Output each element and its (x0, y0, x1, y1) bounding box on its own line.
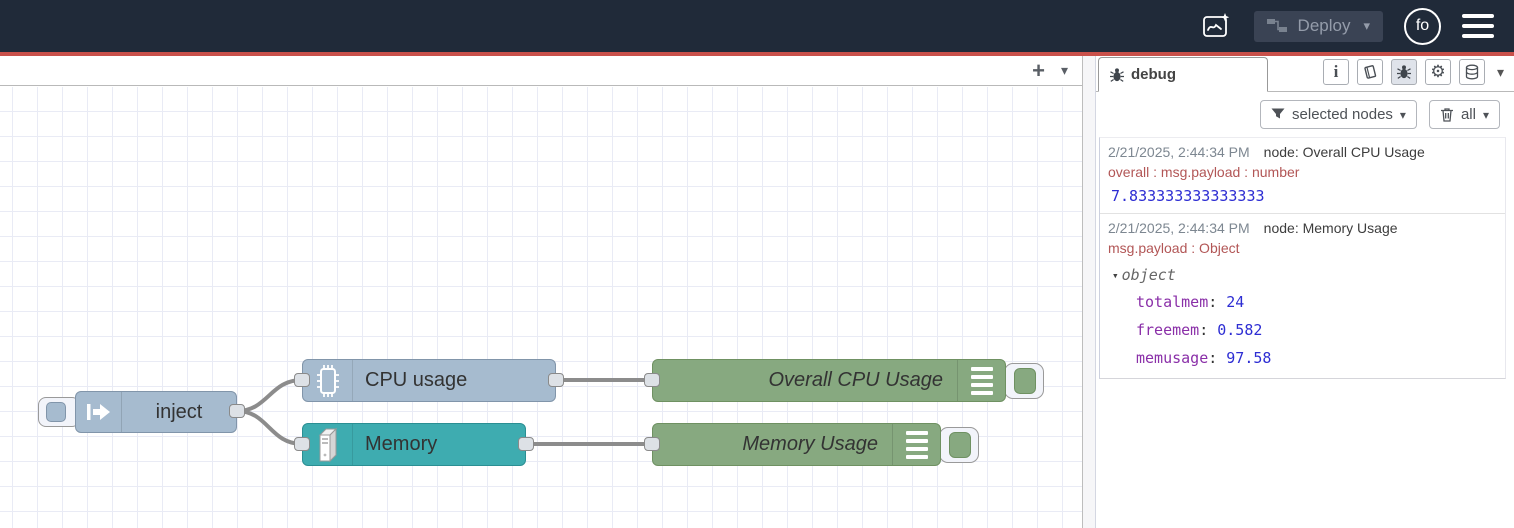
inject-arrow-icon (76, 392, 122, 432)
debug-toggle-overall-inner[interactable] (1014, 368, 1036, 394)
node-label: Overall CPU Usage (768, 369, 943, 391)
sidebar-menu-caret-icon[interactable]: ▾ (1496, 63, 1504, 80)
tab-debug-button[interactable] (1390, 59, 1417, 85)
debug-overall-input-port[interactable] (644, 373, 660, 387)
sidebar: debug i (1096, 56, 1514, 528)
message-node-name[interactable]: node: Overall CPU Usage (1263, 144, 1425, 160)
node-memory[interactable]: Memory (302, 423, 526, 466)
main-menu-icon[interactable] (1462, 14, 1494, 38)
node-inject[interactable]: inject (75, 391, 237, 433)
deploy-label: Deploy (1297, 16, 1351, 35)
object-tree: ▾ object totalmem:24 freemem:0.582 memus… (1108, 262, 1499, 372)
object-tree-entry: memusage:97.58 (1136, 349, 1272, 367)
wire-inject-memory[interactable] (235, 409, 304, 446)
cpu-output-port[interactable] (548, 373, 564, 387)
message-timestamp: 2/21/2025, 2:44:34 PM (1108, 144, 1250, 160)
debug-list-icon (892, 424, 940, 465)
node-debug-memory-usage[interactable]: Memory Usage (652, 423, 941, 466)
clear-caret-icon: ▾ (1482, 107, 1489, 122)
deploy-caret-icon[interactable]: ▾ (1363, 18, 1370, 33)
entry-key: memusage (1136, 349, 1209, 367)
cpu-chip-icon (303, 360, 353, 401)
debug-message: 2/21/2025, 2:44:34 PM node: Memory Usage… (1100, 214, 1505, 378)
object-tree-entry: totalmem:24 (1136, 293, 1245, 311)
debug-filter-label: selected nodes (1292, 106, 1393, 123)
memory-output-port[interactable] (518, 437, 534, 451)
sidebar-resizer[interactable] (1082, 56, 1096, 528)
header: Deploy ▾ fo (0, 0, 1514, 52)
filter-funnel-icon (1271, 108, 1285, 119)
book-icon (1364, 65, 1377, 79)
tab-context-button[interactable] (1458, 59, 1485, 85)
node-label: inject (155, 400, 203, 423)
message-node-name[interactable]: node: Memory Usage (1263, 220, 1398, 236)
object-tree-entry: freemem:0.582 (1136, 321, 1263, 339)
sidebar-tabbar: debug i (1096, 56, 1514, 92)
debug-message-list: 2/21/2025, 2:44:34 PM node: Overall CPU … (1099, 137, 1506, 379)
tab-info-button[interactable]: i (1322, 59, 1349, 85)
node-label: CPU usage (365, 369, 468, 391)
node-cpu-usage[interactable]: CPU usage (302, 359, 556, 402)
info-icon: i (1333, 62, 1339, 81)
flow-tabbar: + ▾ (0, 56, 1082, 86)
inject-trigger-button-inner[interactable] (46, 402, 66, 422)
message-property: overall : msg.payload : number (1108, 164, 1300, 180)
sidebar-tool-buttons: i ⚙ (1322, 59, 1504, 91)
debug-message: 2/21/2025, 2:44:34 PM node: Overall CPU … (1100, 138, 1505, 214)
add-flow-button[interactable]: + (1032, 57, 1045, 83)
bug-icon (1396, 65, 1411, 79)
wires-layer (235, 377, 654, 447)
entry-value: 0.582 (1217, 321, 1263, 339)
message-property: msg.payload : Object (1108, 240, 1240, 256)
tab-debug-label: debug (1131, 66, 1176, 83)
entry-value: 24 (1226, 293, 1245, 311)
header-alert-line (0, 52, 1514, 56)
debug-filter-button[interactable]: selected nodes ▾ (1260, 100, 1417, 129)
flow-workspace[interactable]: inject CPU usage (0, 87, 1082, 528)
deploy-icon (1266, 19, 1287, 32)
computer-tower-icon (303, 424, 353, 465)
node-debug-overall-cpu[interactable]: Overall CPU Usage (652, 359, 1006, 402)
object-root-label: object (1121, 266, 1176, 284)
bug-icon (1110, 67, 1124, 82)
node-label: Memory Usage (742, 433, 878, 455)
entry-key: totalmem (1136, 293, 1209, 311)
tab-debug[interactable]: debug (1098, 57, 1268, 92)
wire-inject-cpu[interactable] (235, 378, 304, 413)
trash-icon (1440, 108, 1453, 122)
assistant-image-icon[interactable] (1199, 9, 1233, 43)
entry-value: 97.58 (1226, 349, 1272, 367)
image-sparkle-icon (1202, 13, 1229, 37)
tab-config-button[interactable]: ⚙ (1424, 59, 1451, 85)
flow-editor: + ▾ inject (0, 56, 1082, 528)
cpu-input-port[interactable] (294, 373, 310, 387)
inject-output-port[interactable] (229, 404, 245, 418)
deploy-button[interactable]: Deploy ▾ (1253, 10, 1383, 42)
collapse-caret-icon[interactable]: ▾ (1112, 268, 1119, 282)
message-timestamp: 2/21/2025, 2:44:34 PM (1108, 220, 1250, 236)
flow-list-caret-icon[interactable]: ▾ (1060, 62, 1068, 78)
tab-help-button[interactable] (1356, 59, 1383, 85)
debug-clear-label: all (1460, 106, 1476, 123)
message-value: 7.833333333333333 (1111, 187, 1265, 205)
debug-toggle-musage-inner[interactable] (949, 432, 971, 458)
object-tree-root[interactable]: ▾ object (1108, 262, 1499, 288)
memory-input-port[interactable] (294, 437, 310, 451)
debug-clear-button[interactable]: all ▾ (1428, 100, 1500, 129)
database-icon (1465, 64, 1479, 80)
debug-list-icon (957, 360, 1005, 401)
node-label: Memory (365, 433, 438, 455)
gear-icon: ⚙ (1430, 62, 1446, 81)
filter-caret-icon: ▾ (1399, 107, 1406, 122)
debug-musage-input-port[interactable] (644, 437, 660, 451)
user-avatar[interactable]: fo (1404, 7, 1441, 45)
debug-toolbar: selected nodes ▾ all ▾ (1096, 92, 1514, 137)
entry-key: freemem (1136, 321, 1200, 339)
